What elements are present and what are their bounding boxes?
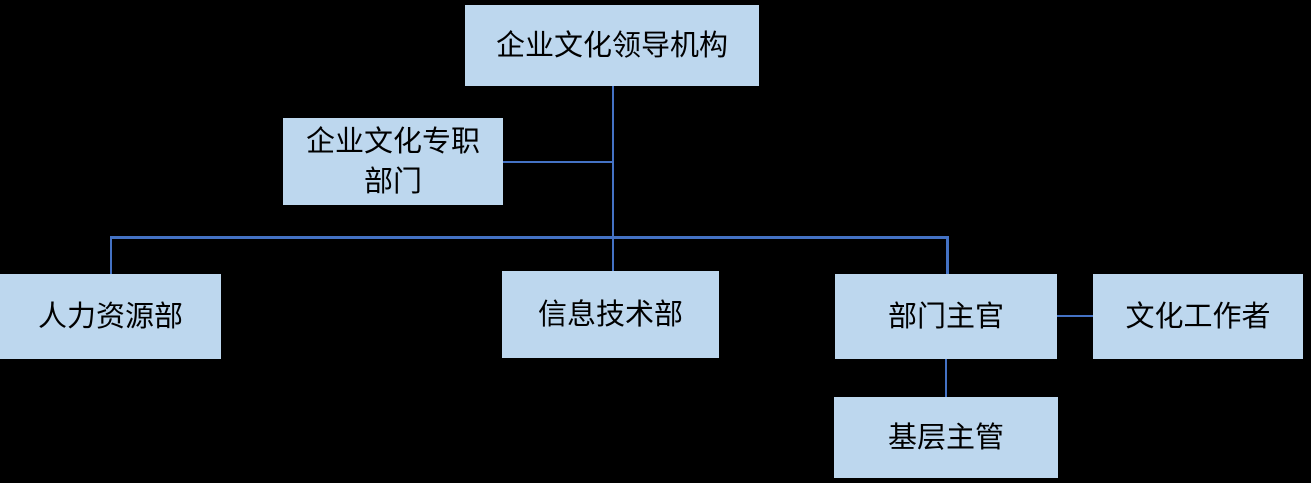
node-culture-workers: 文化工作者 xyxy=(1093,274,1303,359)
connector-drop-dept-head xyxy=(946,236,949,275)
node-dept-head: 部门主官 xyxy=(835,274,1057,359)
node-grassroots-supervisor: 基层主管 xyxy=(834,397,1058,478)
node-it-dept-label: 信息技术部 xyxy=(537,298,683,331)
connector-dept-head-culture-workers xyxy=(1057,315,1093,317)
node-grassroots-supervisor-label: 基层主管 xyxy=(887,421,1004,454)
node-culture-leadership-label: 企业文化领导机构 xyxy=(495,29,728,62)
node-dept-head-label: 部门主官 xyxy=(887,300,1004,333)
node-hr-dept-label: 人力资源部 xyxy=(37,300,183,333)
node-culture-leadership: 企业文化领导机构 xyxy=(465,5,759,86)
connector-main-horizontal xyxy=(110,236,949,239)
connector-culture-dept-side xyxy=(503,161,613,163)
node-culture-dedicated-dept: 企业文化专职 部门 xyxy=(283,118,503,205)
node-culture-dedicated-dept-line2: 部门 xyxy=(363,165,422,198)
node-culture-workers-label: 文化工作者 xyxy=(1125,300,1271,333)
connector-drop-grassroots xyxy=(945,359,947,397)
node-culture-dedicated-dept-line1: 企业文化专职 xyxy=(305,125,480,158)
node-hr-dept: 人力资源部 xyxy=(0,274,221,359)
connector-trunk-vertical xyxy=(612,85,614,272)
node-it-dept: 信息技术部 xyxy=(502,271,719,358)
connector-drop-hr xyxy=(110,238,112,275)
